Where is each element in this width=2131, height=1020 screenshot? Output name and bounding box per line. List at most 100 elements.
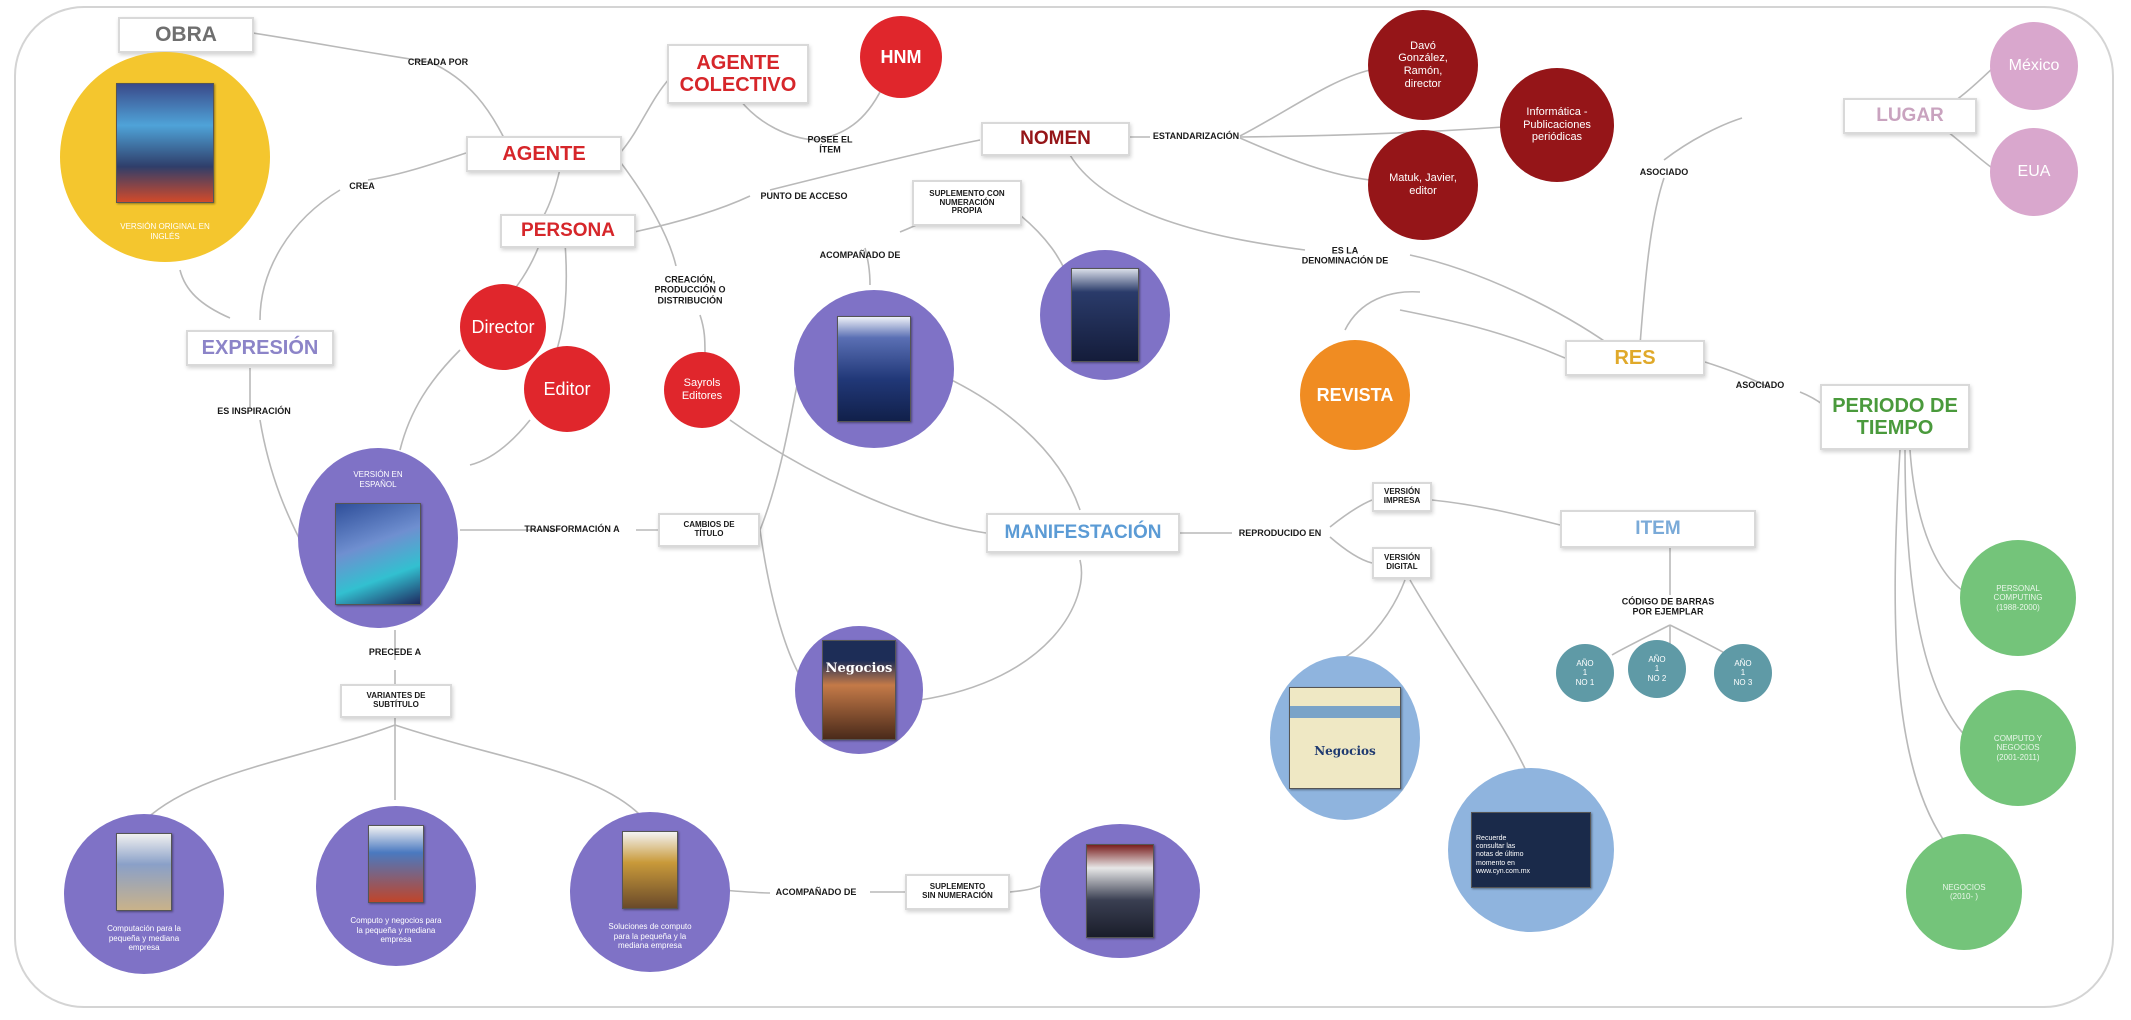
caption-variante-2: Computo y negocios para la pequeña y med… [350, 916, 442, 945]
entity-expresion: EXPRESIÓN [186, 330, 334, 366]
link-creacion-sayrols [699, 314, 706, 356]
label-creacion: CREACIÓN, PRODUCCIÓN O DISTRIBUCIÓN [654, 274, 726, 306]
link-agente-colectivo [619, 77, 671, 154]
label-posee-item: POSEE EL ÍTEM [807, 134, 853, 155]
link-variantes-left [144, 724, 396, 821]
label-es-inspiracion: ES INSPIRACIÓN [217, 405, 291, 416]
cover-variante-1 [116, 833, 172, 911]
caption-version-original: VERSIÓN ORIGINAL EN INGLÉS [120, 222, 210, 241]
label-reproducido-en: REPRODUCIDO EN [1238, 527, 1322, 538]
caption-variante-1: Computación para la pequeña y mediana em… [107, 924, 181, 953]
link-nomen-denominacion [1069, 154, 1306, 251]
entity-lugar: LUGAR [1843, 98, 1977, 134]
circle-periodo-computo-negocios: COMPUTO Y NEGOCIOS (2001-2011) [1960, 690, 2076, 806]
cover-negocios-magazine: Negocios [822, 640, 896, 740]
circle-version-espanol: VERSIÓN EN ESPAÑOL [298, 448, 458, 628]
cover-suplemento-sin [1086, 844, 1154, 938]
link-periodo-green3 [1894, 449, 1956, 856]
label-creada-por: CREADA POR [407, 56, 469, 67]
box-version-impresa: VERSIÓN IMPRESA [1372, 482, 1432, 512]
circle-cover-suplemento-sin [1040, 824, 1200, 958]
box-suplemento-propia: SUPLEMENTO CON NUMERACIÓN PROPIA [912, 180, 1022, 226]
circle-mexico: México [1990, 22, 2078, 110]
circle-periodo-negocios: NEGOCIOS (2010- ) [1906, 834, 2022, 950]
link-obra-creadapor [245, 31, 431, 63]
link-director-espanol [399, 349, 461, 451]
box-variantes-subtitulo: VARIANTES DE SUBTÍTULO [340, 684, 452, 718]
entity-item: ITEM [1560, 510, 1756, 548]
cover-personal-computing-espanol [335, 503, 421, 605]
link-estandar-davo [1239, 69, 1371, 137]
box-version-digital: VERSIÓN DIGITAL [1372, 547, 1432, 579]
circle-matuk: Matuk, Javier, editor [1368, 130, 1478, 240]
entity-manifestacion: MANIFESTACIÓN [986, 513, 1180, 553]
circle-periodo-personal-computing: PERSONAL COMPUTING (1988-2000) [1960, 540, 2076, 656]
circle-informatica: Informática - Publicaciones periódicas [1500, 68, 1614, 182]
cover-computo-negocios [837, 316, 911, 422]
link-res-revista [1399, 309, 1566, 359]
link-variantes-right [394, 724, 646, 821]
link-persona-punto [633, 195, 751, 233]
link-creadapor-agente [429, 61, 506, 141]
entity-agente: AGENTE [466, 136, 622, 172]
link-lower-manifestacion [919, 559, 1083, 701]
cyn-site-notice: Recuerde consultar las notas de último m… [1476, 835, 1531, 875]
link-revista-curve [1344, 290, 1421, 331]
link-sayrols-manifestacion [729, 419, 987, 534]
link-digital-web [1339, 579, 1406, 661]
circle-ano1-no1: AÑO 1 NO 1 [1556, 644, 1614, 702]
circle-sayrols: Sayrols Editores [664, 352, 740, 428]
web-header-bar [1290, 706, 1400, 719]
circle-eua: EUA [1990, 128, 2078, 216]
circle-cover-computo-negocios [794, 290, 954, 448]
caption-variante-3: Soluciones de computo para la pequeña y … [608, 922, 692, 951]
cover-suplemento-digital [1071, 268, 1139, 362]
circle-ano1-no3: AÑO 1 NO 3 [1714, 644, 1772, 702]
circle-obra-version-original: VERSIÓN ORIGINAL EN INGLÉS [60, 52, 270, 262]
entity-nomen: NOMEN [981, 122, 1130, 156]
circle-editor: Editor [524, 346, 610, 432]
entity-agente-colectivo: AGENTE COLECTIVO [667, 44, 809, 104]
link-suplemento-cover [1019, 214, 1066, 271]
diagram-frame [14, 6, 2114, 1008]
circle-davo: Davó González, Ramón, director [1368, 10, 1478, 120]
circle-variante-1: Computación para la pequeña y mediana em… [64, 814, 224, 974]
label-asociado-periodo: ASOCIADO [1735, 379, 1785, 390]
link-impresa-item [1431, 499, 1561, 526]
circle-director: Director [460, 284, 546, 370]
link-codigo-ano1 [1611, 624, 1671, 656]
circle-cover-negocios: Negocios [795, 626, 923, 754]
link-asociado-lugar [1663, 117, 1743, 161]
link-periodo-green2 [1904, 449, 1976, 746]
link-punto-nomen [769, 139, 981, 191]
label-acompanado-de-lower: ACOMPAÑADO DE [775, 886, 857, 897]
circle-digital-web: Negocios [1270, 656, 1420, 820]
link-denominacion-res [1409, 254, 1611, 346]
box-suplemento-sin: SUPLEMENTO SIN NUMERACIÓN [905, 874, 1010, 910]
link-reproducido-digital [1329, 536, 1373, 564]
screenshot-cyn-site: Recuerde consultar las notas de último m… [1471, 812, 1591, 888]
link-agente-crea [367, 152, 467, 181]
cover-variante-3 [622, 831, 678, 909]
label-asociado-lugar: ASOCIADO [1639, 166, 1689, 177]
link-posee-hnm [813, 81, 886, 141]
label-crea: CREA [349, 180, 375, 191]
link-inspiracion-espanol [259, 419, 301, 541]
link-upper-manifestacion [929, 369, 1081, 511]
link-supsin-cover [1009, 885, 1041, 893]
link-res-asociado-lugar [1639, 177, 1665, 346]
entity-persona: PERSONA [500, 214, 636, 248]
label-es-denominacion: ES LA DENOMINACIÓN DE [1301, 245, 1389, 266]
label-precede-a: PRECEDE A [368, 646, 422, 657]
cover-variante-2 [368, 825, 424, 903]
link-cambios-upper [759, 369, 801, 531]
circle-revista: REVISTA [1300, 340, 1410, 450]
link-digital-cyn [1409, 579, 1531, 781]
circle-variante-3: Soluciones de computo para la pequeña y … [570, 812, 730, 972]
label-codigo-barras: CÓDIGO DE BARRAS POR EJEMPLAR [1621, 596, 1715, 617]
box-cambios-titulo: CAMBIOS DE TÍTULO [658, 513, 760, 547]
link-estandar-informatica [1239, 126, 1504, 138]
label-estandarizacion: ESTANDARIZACIÓN [1152, 130, 1240, 141]
web-negocios-title: Negocios [1314, 743, 1376, 758]
